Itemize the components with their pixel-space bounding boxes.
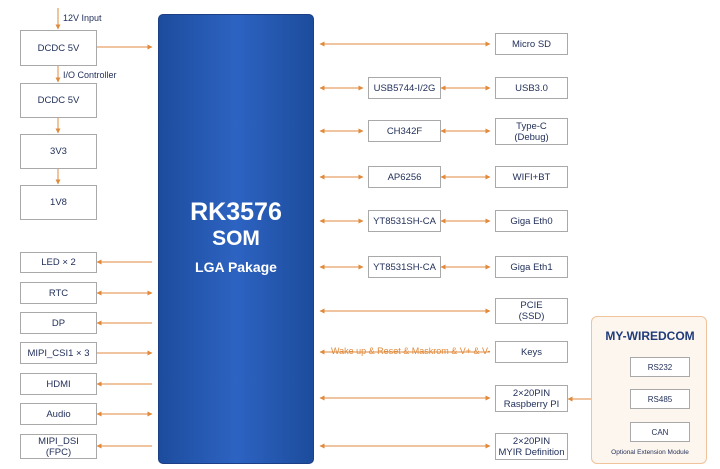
power-input-label: 12V Input: [63, 13, 102, 23]
ext-rs232: RS232: [630, 357, 690, 377]
ext-can: CAN: [630, 422, 690, 442]
right-raspberry-pi-header: 2×20PIN Raspberry PI: [495, 385, 568, 412]
bridge-ap6256: AP6256: [368, 166, 441, 188]
power-3v3: 3V3: [20, 134, 97, 169]
right-micro-sd: Micro SD: [495, 33, 568, 55]
bridge-yt8531-1: YT8531SH-CA: [368, 256, 441, 278]
power-dcdc-5v-1: DCDC 5V: [20, 30, 97, 66]
left-mipi-dsi: MIPI_DSI (FPC): [20, 434, 97, 459]
right-type-c: Type-C (Debug): [495, 118, 568, 145]
left-hdmi: HDMI: [20, 373, 97, 395]
io-controller-label: I/O Controller: [63, 70, 117, 80]
right-wifi-bt: WIFI+BT: [495, 166, 568, 188]
right-giga-eth1: Giga Eth1: [495, 256, 568, 278]
right-myir-header: 2×20PIN MYIR Definition: [495, 433, 568, 460]
extension-title: MY-WIREDCOM: [605, 329, 695, 343]
right-keys: Keys: [495, 341, 568, 363]
right-usb3: USB3.0: [495, 77, 568, 99]
bridge-yt8531-0: YT8531SH-CA: [368, 210, 441, 232]
chip-package: LGA Pakage: [195, 259, 277, 275]
som-chip: RK3576 SOM LGA Pakage: [158, 14, 314, 464]
left-led: LED × 2: [20, 252, 97, 273]
extension-caption: Optional Extension Module: [611, 449, 689, 456]
left-audio: Audio: [20, 403, 97, 425]
power-1v8: 1V8: [20, 185, 97, 220]
power-dcdc-5v-2: DCDC 5V: [20, 83, 97, 118]
chip-type: SOM: [212, 227, 260, 250]
ext-rs485: RS485: [630, 389, 690, 409]
left-mipi-csi: MIPI_CSI1 × 3: [20, 342, 97, 364]
bridge-usb5744: USB5744-I/2G: [368, 77, 441, 99]
right-pcie: PCIE (SSD): [495, 298, 568, 324]
left-dp: DP: [20, 312, 97, 334]
keys-signal-label: Wake up & Reset & Maskrom & V+ & V-: [331, 346, 491, 356]
bridge-ch342f: CH342F: [368, 120, 441, 142]
right-giga-eth0: Giga Eth0: [495, 210, 568, 232]
left-rtc: RTC: [20, 282, 97, 304]
chip-name: RK3576: [190, 198, 282, 226]
